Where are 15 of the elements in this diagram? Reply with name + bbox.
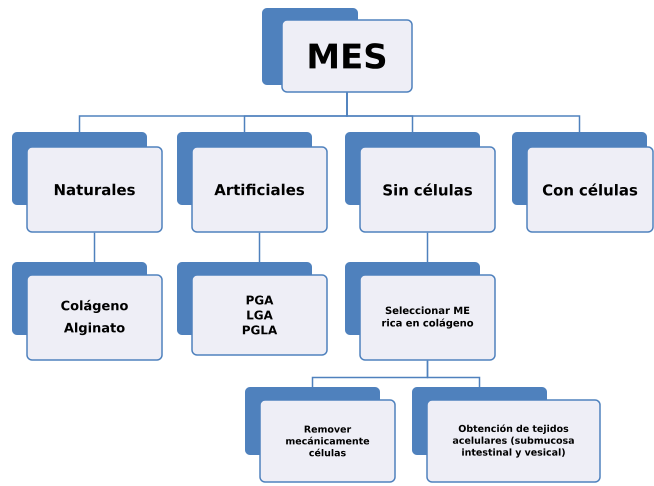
node-box: Artificiales (177, 132, 328, 233)
node-box: Seleccionar ME rica en colágeno (345, 262, 496, 361)
node-box: Obtención de tejidos acelulares (submucosa intestinal y vesical) (412, 387, 601, 483)
connector-line (258, 232, 260, 262)
node-box: Remover mecánicamente células (245, 387, 396, 483)
node-box: Colágeno Alginato (12, 262, 163, 361)
connector-line (346, 92, 580, 132)
connector-line (426, 360, 480, 387)
node-box: PGA LGA PGLA (177, 262, 328, 356)
node-box: Con células (512, 132, 654, 233)
node-box: Sin células (345, 132, 496, 233)
node-box: MES (262, 8, 413, 93)
connector-line (94, 232, 96, 262)
node-box: Naturales (12, 132, 163, 233)
connector-line (426, 232, 428, 262)
